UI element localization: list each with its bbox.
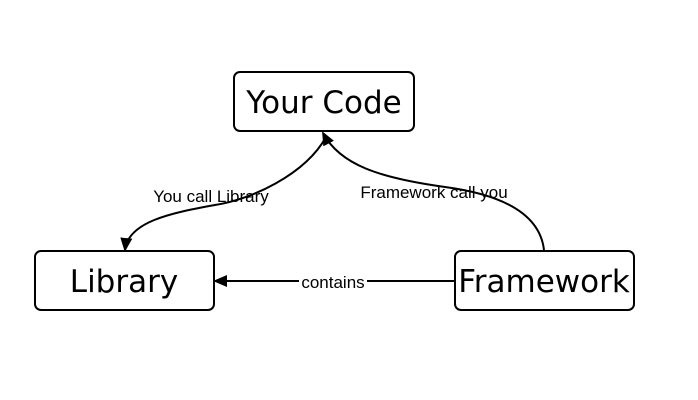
node-your-code: Your Code xyxy=(233,71,415,132)
edge-framework-call-you: Framework call you xyxy=(322,131,545,251)
edge-contains-label: contains xyxy=(301,273,364,292)
edge-you-call-library: You call Library xyxy=(120,136,327,252)
node-library: Library xyxy=(34,250,215,311)
node-library-box xyxy=(34,250,215,311)
node-framework: Framework xyxy=(454,250,635,311)
edge-you-call-library-label: You call Library xyxy=(153,187,269,206)
edge-framework-call-you-label: Framework call you xyxy=(360,183,507,202)
node-your-code-box xyxy=(233,71,415,132)
node-framework-box xyxy=(454,250,635,311)
node-library-label: Library xyxy=(70,264,178,300)
edge-you-call-library-line xyxy=(120,136,327,252)
node-your-code-label: Your Code xyxy=(245,85,401,121)
node-framework-label: Framework xyxy=(458,264,630,300)
edge-framework-call-you-line xyxy=(322,131,545,251)
edge-contains: contains xyxy=(213,270,454,292)
edge-contains-label-bg xyxy=(299,270,367,292)
